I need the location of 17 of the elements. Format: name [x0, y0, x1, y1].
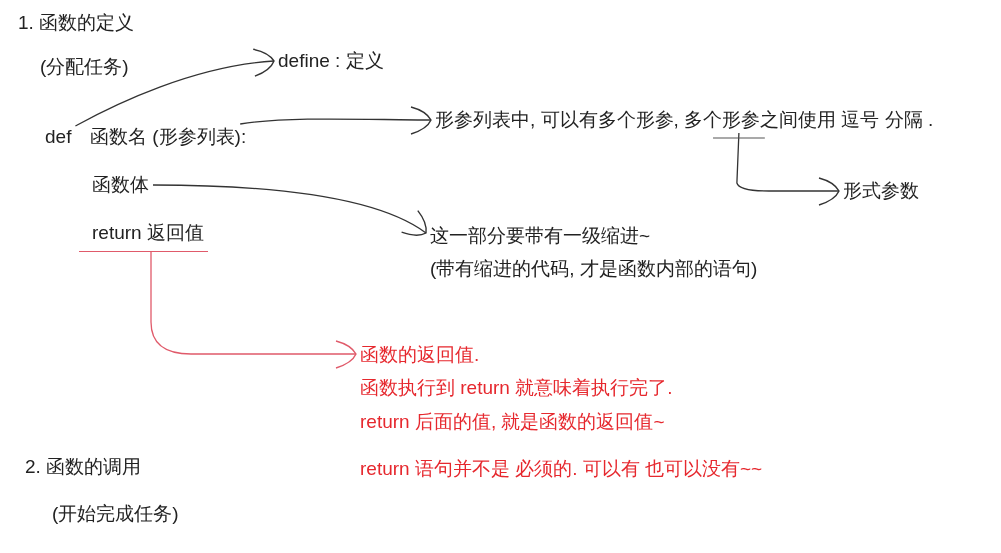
- annotation-text: 函数的返回值.: [359, 343, 481, 367]
- annotation-text: return 语句并不是 必须的. 可以有 也可以没有~~: [359, 457, 764, 481]
- code-line: return 返回值: [79, 220, 208, 252]
- code-line: 函数体: [88, 172, 153, 198]
- code-line: 函数名 (形参列表):: [86, 124, 251, 150]
- code-keyword: def: [41, 124, 76, 150]
- annotation-text: return 后面的值, 就是函数的返回值~: [359, 410, 666, 434]
- annotation-text: 形参列表中, 可以有多个形参, 多个形参之间使用 逗号 分隔 .: [431, 107, 938, 133]
- section-heading: 2. 函数的调用: [24, 455, 143, 479]
- annotation-text: 形式参数: [839, 178, 923, 204]
- note-text: (开始完成任务): [51, 502, 180, 526]
- note-text: (分配任务): [39, 55, 130, 79]
- annotation-text: 这一部分要带有一级缩进~: [429, 224, 652, 248]
- section-heading: 1. 函数的定义: [17, 11, 136, 35]
- annotation-text: define : 定义: [274, 48, 388, 74]
- annotation-text: 函数执行到 return 就意味着执行完了.: [359, 376, 674, 400]
- annotation-text: (带有缩进的代码, 才是函数内部的语句): [429, 257, 759, 281]
